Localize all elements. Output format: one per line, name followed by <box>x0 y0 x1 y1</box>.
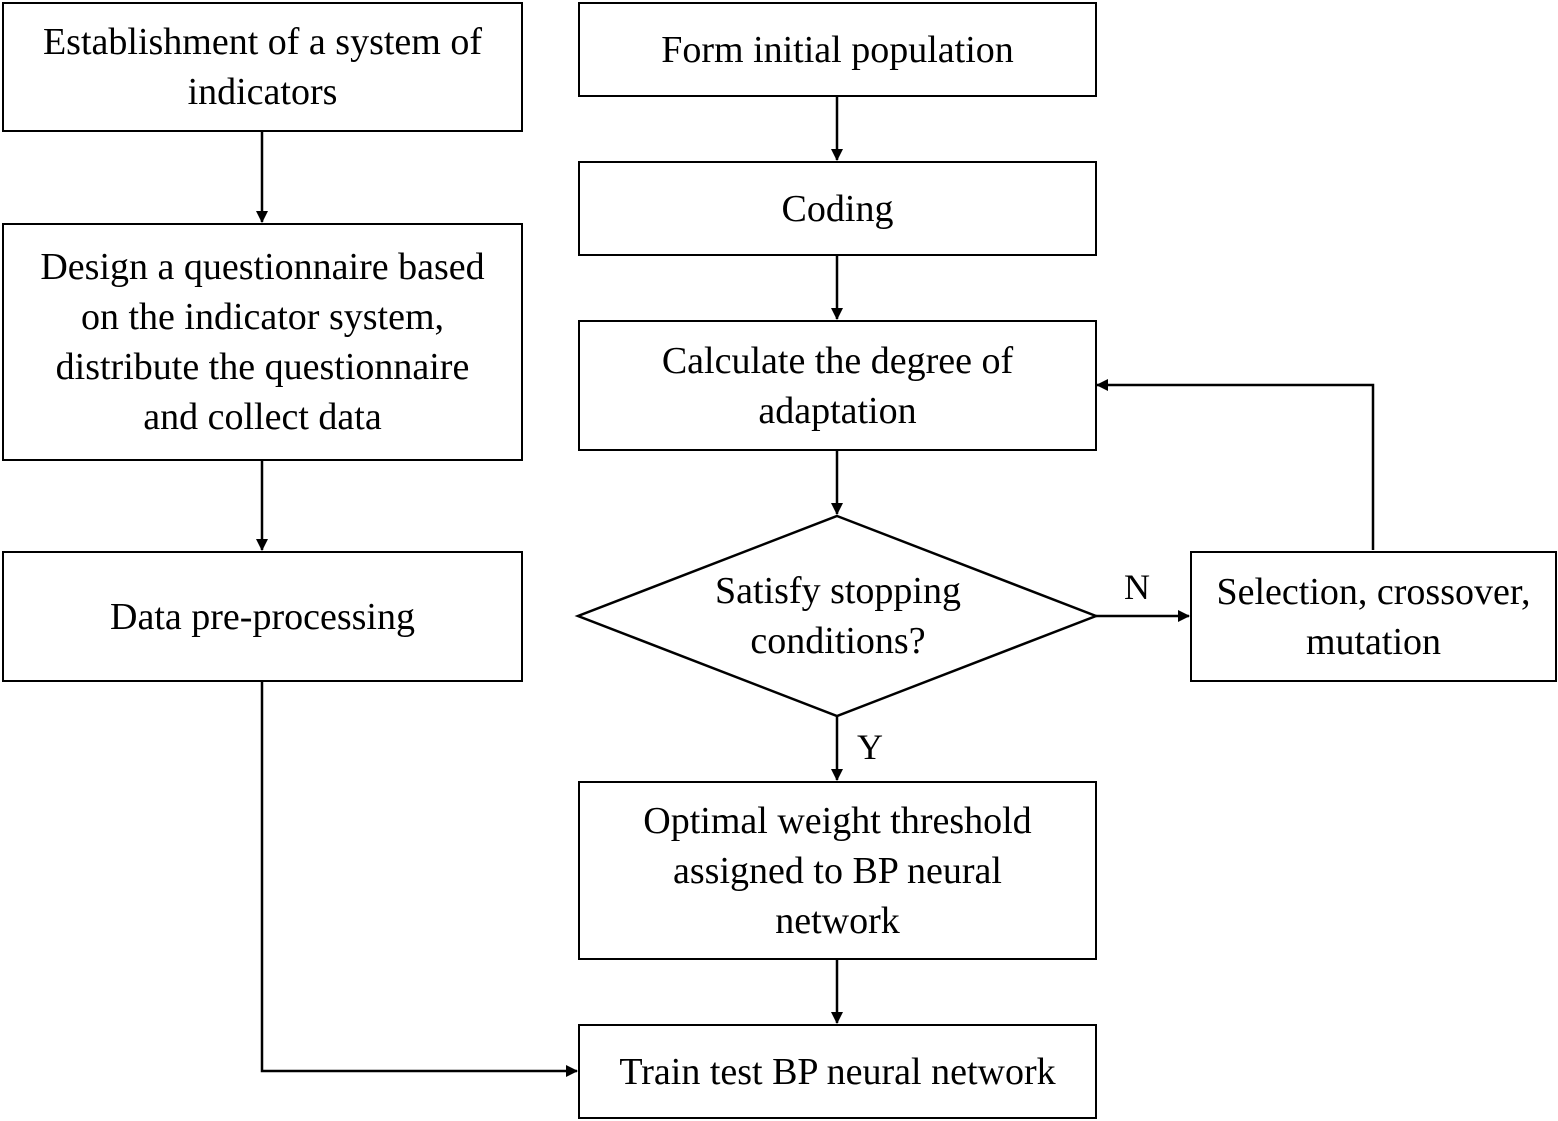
node-data-preprocessing: Data pre-processing <box>2 551 523 682</box>
node-data-preprocessing-label: Data pre-processing <box>110 595 415 638</box>
node-selection-crossover-label: Selection, crossover, mutation <box>1216 570 1531 663</box>
arrow-selection-loop-to-adaptation <box>1096 379 1375 550</box>
node-design-questionnaire: Design a questionnaire based on the indi… <box>2 223 523 461</box>
node-optimal-weight: Optimal weight threshold assigned to BP … <box>578 781 1097 960</box>
edge-label-no: N <box>1124 567 1150 607</box>
node-stopping-decision: Satisfy stopping conditions? <box>638 566 1038 666</box>
node-coding: Coding <box>578 161 1097 256</box>
node-calc-adaptation: Calculate the degree of adaptation <box>578 320 1097 451</box>
node-calc-adaptation-label: Calculate the degree of adaptation <box>661 339 1014 432</box>
node-form-population: Form initial population <box>578 2 1097 97</box>
node-design-questionnaire-label: Design a questionnaire based on the indi… <box>40 246 485 438</box>
edge-label-yes: Y <box>857 727 883 767</box>
node-stopping-decision-label: Satisfy stopping conditions? <box>715 570 961 662</box>
node-train-test-label: Train test BP neural network <box>619 1050 1056 1093</box>
node-train-test: Train test BP neural network <box>578 1024 1097 1119</box>
node-establish-indicators: Establishment of a system of indicators <box>2 2 523 132</box>
node-coding-label: Coding <box>781 187 894 230</box>
arrow-preprocessing-to-train <box>260 682 578 1077</box>
node-selection-crossover: Selection, crossover, mutation <box>1190 551 1557 682</box>
node-optimal-weight-label: Optimal weight threshold assigned to BP … <box>643 799 1032 942</box>
node-establish-indicators-label: Establishment of a system of indicators <box>42 21 483 113</box>
node-form-population-label: Form initial population <box>661 28 1014 71</box>
